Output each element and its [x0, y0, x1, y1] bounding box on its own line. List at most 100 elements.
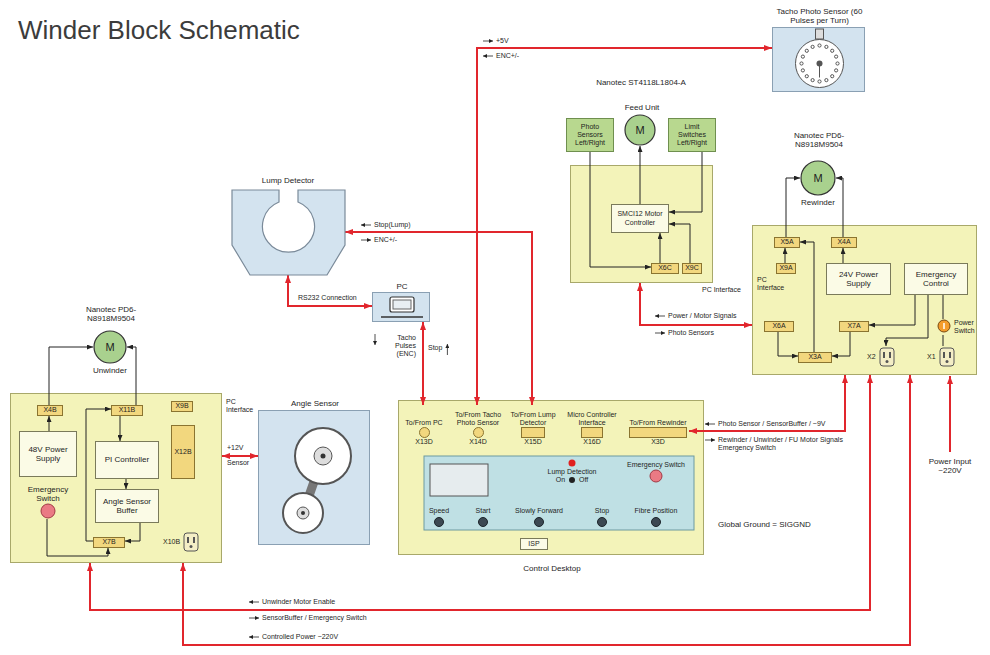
component-box: X9B: [171, 401, 193, 412]
internal-wire: [590, 152, 651, 267]
indicator-label: Lump Detection: [547, 468, 596, 476]
switch-label: Emergency Switch: [627, 461, 685, 469]
connector-caption: To/From Tacho Photo Sensor: [451, 411, 505, 427]
encoder-slot: [818, 80, 821, 83]
connector-caption: To/From PC: [405, 419, 442, 427]
internal-wire: [836, 178, 843, 237]
box-label: 24V Power Supply: [829, 270, 888, 288]
push-button: Stop: [584, 491, 620, 527]
power-socket: X10B: [163, 531, 207, 553]
internal-wire: [869, 295, 915, 325]
box-label: X4A: [837, 238, 850, 246]
toggle-symbol: [568, 476, 576, 484]
part-heading: Angle Sensor: [291, 399, 339, 408]
socket-pin: [883, 352, 885, 358]
button-symbol: [534, 517, 544, 527]
title-block: Winder Block Schematic: [18, 16, 300, 46]
unit-housing: To/From PCX13DTo/From Tacho Photo Sensor…: [398, 400, 704, 555]
signal-label: Controlled Power ~220V: [262, 633, 338, 641]
internal-wire: [126, 479, 127, 489]
signal-label: RS232 Connection: [298, 294, 357, 302]
angle-sensor: Angle Sensor: [258, 410, 370, 545]
signal-direction-arrow: [249, 637, 259, 638]
label-block: Stop(Lump): [374, 221, 411, 229]
encoder-slot: [825, 79, 828, 82]
cable-connection: [640, 283, 752, 325]
power-socket: X2: [867, 346, 903, 368]
encoder-slot: [825, 45, 828, 48]
socket-pin: [949, 352, 951, 358]
connector-caption-row: To/From Tacho Photo Sensor: [451, 405, 505, 427]
push-button: Start: [465, 491, 501, 527]
signal-label: PC Interface: [702, 286, 741, 294]
box-label: 48V Power Supply: [22, 445, 74, 463]
component-box: SMCI12 Motor Controller: [611, 204, 669, 233]
pc-monitor: PC: [372, 292, 430, 322]
motor-letter: M: [813, 172, 822, 185]
switch-state: On: [556, 476, 565, 484]
box-label: Limit Switches Left/Right: [670, 123, 714, 147]
box-label: X6C: [658, 264, 672, 272]
encoder-slot: [835, 69, 838, 72]
motor-name: Unwinder: [93, 366, 127, 375]
box-label: X12B: [174, 448, 191, 456]
unit-heading: Nanotec ST4118L1804-A: [596, 78, 686, 87]
internal-wire: [49, 347, 93, 405]
tacho-sensor: Tacho Photo Sensor (60 Pulses per Turn): [772, 27, 865, 92]
switch-label: Power Switch: [954, 319, 977, 335]
motor-letter: M: [105, 341, 114, 354]
signal-label: +12V: [227, 444, 244, 452]
signal-label: Stop(Lump): [374, 221, 411, 229]
socket-symbol: [879, 347, 895, 367]
box-label: X9C: [685, 264, 699, 272]
label-block: PC Interface: [226, 398, 260, 414]
connector-caption-row: To/From Lump Detector: [509, 405, 557, 427]
connector-symbol: [582, 428, 603, 438]
signal-direction-arrow: [705, 440, 715, 441]
signal-direction-arrow: [361, 225, 371, 226]
signal-label: Unwinder Motor Enable: [262, 598, 335, 606]
socket-symbol: [939, 347, 955, 367]
internal-wire: [800, 242, 814, 352]
internal-wire: [127, 347, 136, 405]
heading-block: PC: [382, 282, 422, 291]
component-box: X9C: [682, 263, 702, 274]
button-symbol: [535, 518, 544, 527]
keyboard: [381, 316, 423, 318]
signal-direction-arrow: [447, 344, 448, 355]
emergency-button: [650, 470, 662, 482]
emergency-button: [41, 504, 55, 518]
lcd-display: [430, 464, 488, 496]
signal-direction-arrow: [705, 424, 715, 425]
component-box: X3A: [798, 352, 832, 363]
label-block: Power / Motor Signals: [668, 312, 736, 320]
socket-id: X10B: [163, 538, 180, 546]
internal-wire: [86, 409, 111, 541]
switch-symbol: [938, 320, 950, 332]
button-symbol: [652, 518, 661, 527]
internal-wire: [669, 224, 690, 263]
box-label: X9B: [175, 402, 188, 410]
signal-label: Photo Sensors: [668, 329, 714, 337]
push-button: Slowly Forward: [515, 491, 563, 527]
connector-caption-row: Micro Controller Interface: [561, 405, 623, 427]
emergency-switch: Emergency Switch: [623, 461, 689, 491]
internal-wire: [120, 416, 121, 441]
connector-symbol: [581, 427, 603, 438]
label-block: RS232 Connection: [298, 294, 357, 302]
toggle-row: OnOff: [556, 476, 589, 484]
signal-direction-arrow: [655, 316, 665, 317]
motor-symbol: M: [624, 114, 656, 146]
lump-detector: Lump Detector: [232, 190, 345, 275]
encoder-disk: [796, 40, 844, 88]
internal-wire: [778, 332, 798, 356]
motor-circle: [801, 161, 835, 195]
box-label: ISP: [528, 540, 539, 548]
power-socket: X1: [927, 346, 963, 368]
box-label: Angle Sensor Buffer: [98, 497, 156, 515]
component-box: Emergency Control: [904, 263, 968, 295]
signal-label: ENC+/-: [496, 52, 519, 60]
connector-port: To/From Lump DetectorX15D: [509, 405, 557, 451]
component-box: Angle Sensor Buffer: [95, 489, 159, 523]
signal-label: Tacho Pulses (ENC): [380, 334, 416, 358]
